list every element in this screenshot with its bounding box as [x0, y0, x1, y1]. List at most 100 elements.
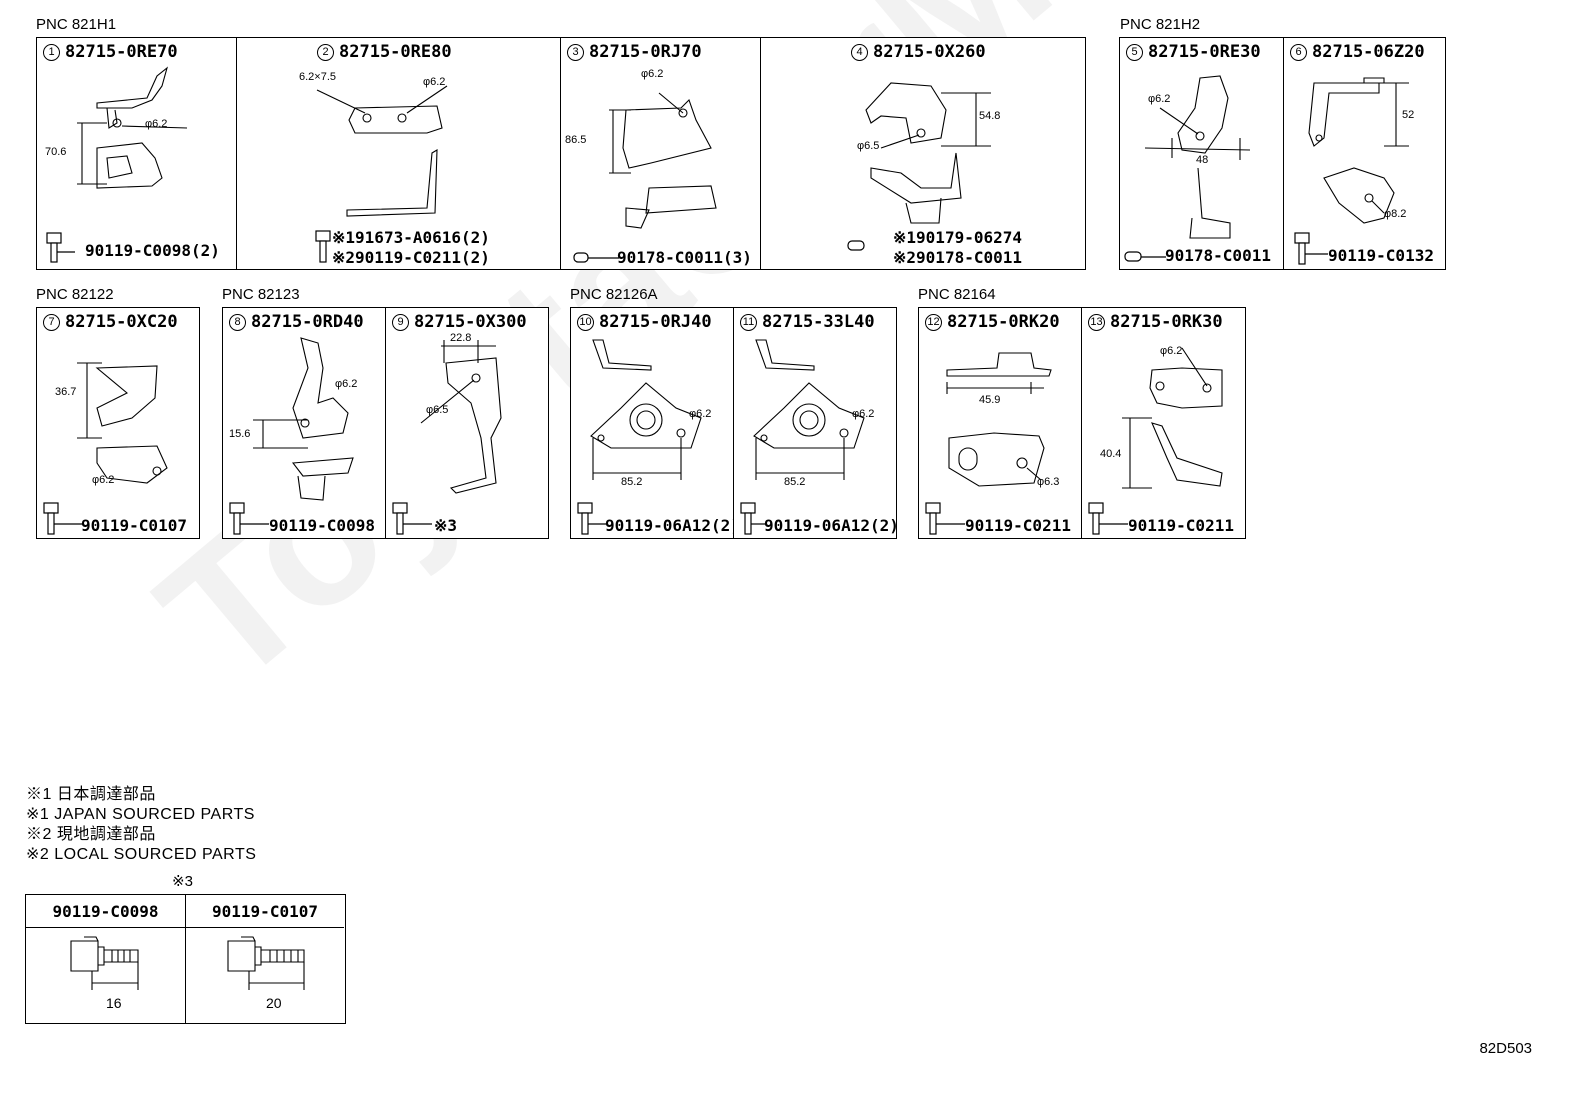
dimension-label: φ6.2 — [92, 474, 115, 486]
bolt-icon — [577, 502, 607, 535]
fastener-part-number: 90119-06A12(2) — [605, 516, 740, 535]
bolt-table-header: 90119-C0098 — [26, 895, 185, 928]
note-line: ※2 現地調達部品 — [26, 826, 156, 843]
bracket-drawing — [77, 66, 188, 189]
part-cell-1[interactable]: 1 82715-0RE70 70.6 φ6.2 90119-C0098(2) — [36, 37, 237, 270]
item-number: 2 — [317, 43, 334, 61]
part-cell-7[interactable]: 7 82715-0XC20 36.7 φ6.2 90119-C0107 — [36, 307, 200, 539]
pnc-label: PNC 82126A — [570, 286, 658, 303]
dimension-label: 6.2×7.5 — [299, 71, 337, 83]
part-cell-5[interactable]: 5 82715-0RE30 φ6.2 48 90178-C0011 — [1119, 37, 1284, 270]
part-title: 10 82715-0RJ40 — [577, 312, 712, 332]
dimension-label: 45.9 — [979, 394, 1001, 406]
dimension-label: 85.2 — [784, 476, 806, 488]
part-cell-11[interactable]: 11 82715-33L40 85.2 φ6.2 90119-06A12(2) — [733, 307, 899, 539]
dimension-label: φ6.5 — [426, 404, 449, 416]
bracket-drawing — [1308, 77, 1409, 224]
bolt-icon — [740, 502, 766, 535]
bolt-table-header: 90119-C0107 — [186, 895, 344, 928]
dimension-label: φ6.2 — [145, 118, 168, 130]
diagram-code: 82D503 — [1479, 1040, 1532, 1057]
fastener-part-number: 90119-C0098(2) — [85, 241, 220, 260]
part-number: 82715-0RJ70 — [589, 42, 702, 62]
dimension-label: 48 — [1196, 154, 1209, 166]
item-number: 7 — [43, 313, 60, 331]
item-number: 10 — [577, 313, 594, 331]
bracket-drawing — [420, 340, 502, 494]
part-cell-9[interactable]: 9 82715-0X300 22.8 φ6.5 ※3 — [385, 307, 549, 539]
part-title: 9 82715-0X300 — [392, 312, 527, 332]
item-number: 1 — [43, 43, 60, 61]
part-cell-12[interactable]: 12 82715-0RK20 45.9 φ6.3 90119-C0211 — [918, 307, 1082, 539]
part-title: 12 82715-0RK20 — [925, 312, 1060, 332]
part-cell-6[interactable]: 6 82715-06Z20 52 φ8.2 90119-C0132 — [1283, 37, 1446, 270]
bolt-length-label: 20 — [266, 995, 282, 1011]
bracket-drawing — [946, 352, 1052, 487]
bolt-icon — [1088, 502, 1128, 535]
part-cell-10[interactable]: 10 82715-0RJ40 85.2 φ6.2 90119-06A12(2) — [570, 307, 740, 539]
dimension-label: 40.4 — [1100, 448, 1122, 460]
bolt-icon — [315, 230, 331, 263]
part-number: 82715-0RK30 — [1110, 312, 1223, 332]
item-number: 3 — [567, 43, 584, 61]
dimension-label: φ6.2 — [423, 76, 446, 88]
fastener-part-number: ※290178-C0011 — [893, 248, 1022, 267]
bolt-icon — [43, 502, 83, 535]
fastener-part-number: 90119-06A12(2) — [764, 516, 899, 535]
part-number: 82715-0RD40 — [251, 312, 364, 332]
fastener-part-number: 90119-C0098 — [269, 516, 375, 535]
part-cell-2[interactable]: 2 82715-0RE80 6.2×7.5 φ6.2 ※191673-A0616… — [236, 37, 561, 270]
bolt-icon — [925, 502, 965, 535]
item-number: 12 — [925, 313, 942, 331]
part-title: 11 82715-33L40 — [740, 312, 875, 332]
bracket-drawing — [609, 92, 717, 229]
dimension-label: 70.6 — [45, 146, 67, 158]
pnc-label: PNC 82122 — [36, 286, 114, 303]
dimension-label: φ6.2 — [335, 378, 358, 390]
item-number: 9 — [392, 313, 409, 331]
part-title: 3 82715-0RJ70 — [567, 42, 702, 62]
part-title: 7 82715-0XC20 — [43, 312, 178, 332]
dimension-label: 86.5 — [565, 134, 587, 146]
dimension-label: φ6.5 — [857, 140, 880, 152]
dimension-label: 22.8 — [450, 332, 472, 344]
part-cell-8[interactable]: 8 82715-0RD40 15.6 φ6.2 90119-C0098 — [222, 307, 386, 539]
dimension-label: φ8.2 — [1384, 208, 1407, 220]
nut-icon — [847, 240, 865, 251]
fastener-part-number: ※190179-06274 — [893, 228, 1022, 247]
fastener-part-number: 90178-C0011(3) — [617, 248, 752, 267]
pnc-label: PNC 82123 — [222, 286, 300, 303]
dimension-label: φ6.3 — [1037, 476, 1060, 488]
dimension-label: φ6.2 — [1160, 345, 1183, 357]
nut-icon — [1124, 251, 1166, 262]
part-number: 82715-0X300 — [414, 312, 527, 332]
part-cell-4[interactable]: 4 82715-0X260 54.8 φ6.5 ※190179-06274 ※2… — [760, 37, 1086, 270]
part-cell-13[interactable]: 13 82715-0RK30 φ6.2 40.4 90119-C0211 — [1081, 307, 1246, 539]
part-title: 13 82715-0RK30 — [1088, 312, 1223, 332]
part-number: 82715-0RJ40 — [599, 312, 712, 332]
part-number: 82715-0RE80 — [339, 42, 452, 62]
bracket-drawing — [753, 339, 865, 480]
note-line: ※1 日本調達部品 — [26, 786, 156, 803]
part-number: 82715-0RK20 — [947, 312, 1060, 332]
item-number: 8 — [229, 313, 246, 331]
pnc-label: PNC 821H1 — [36, 16, 117, 33]
part-number: 82715-0XC20 — [65, 312, 178, 332]
item-number: 5 — [1126, 43, 1143, 61]
fastener-part-number: ※191673-A0616(2) — [332, 228, 490, 247]
bolt-table-ref: ※3 — [172, 873, 193, 890]
part-number: 82715-33L40 — [762, 312, 875, 332]
part-cell-3[interactable]: 3 82715-0RJ70 86.5 φ6.2 90178-C0011(3) — [560, 37, 761, 270]
bracket-drawing — [865, 82, 991, 224]
part-title: 1 82715-0RE70 — [43, 42, 178, 62]
part-number: 82715-0RE30 — [1148, 42, 1261, 62]
fastener-part-number: 90119-C0211 — [1128, 516, 1234, 535]
fastener-part-number: 90119-C0132 — [1328, 246, 1434, 265]
dimension-label: φ6.2 — [689, 408, 712, 420]
bolt-length-label: 16 — [106, 995, 122, 1011]
part-number: 82715-0X260 — [873, 42, 986, 62]
bolt-drawing — [227, 936, 305, 990]
note-line: ※1 JAPAN SOURCED PARTS — [26, 806, 255, 823]
item-number: 13 — [1088, 313, 1105, 331]
bolt-icon — [229, 502, 269, 535]
